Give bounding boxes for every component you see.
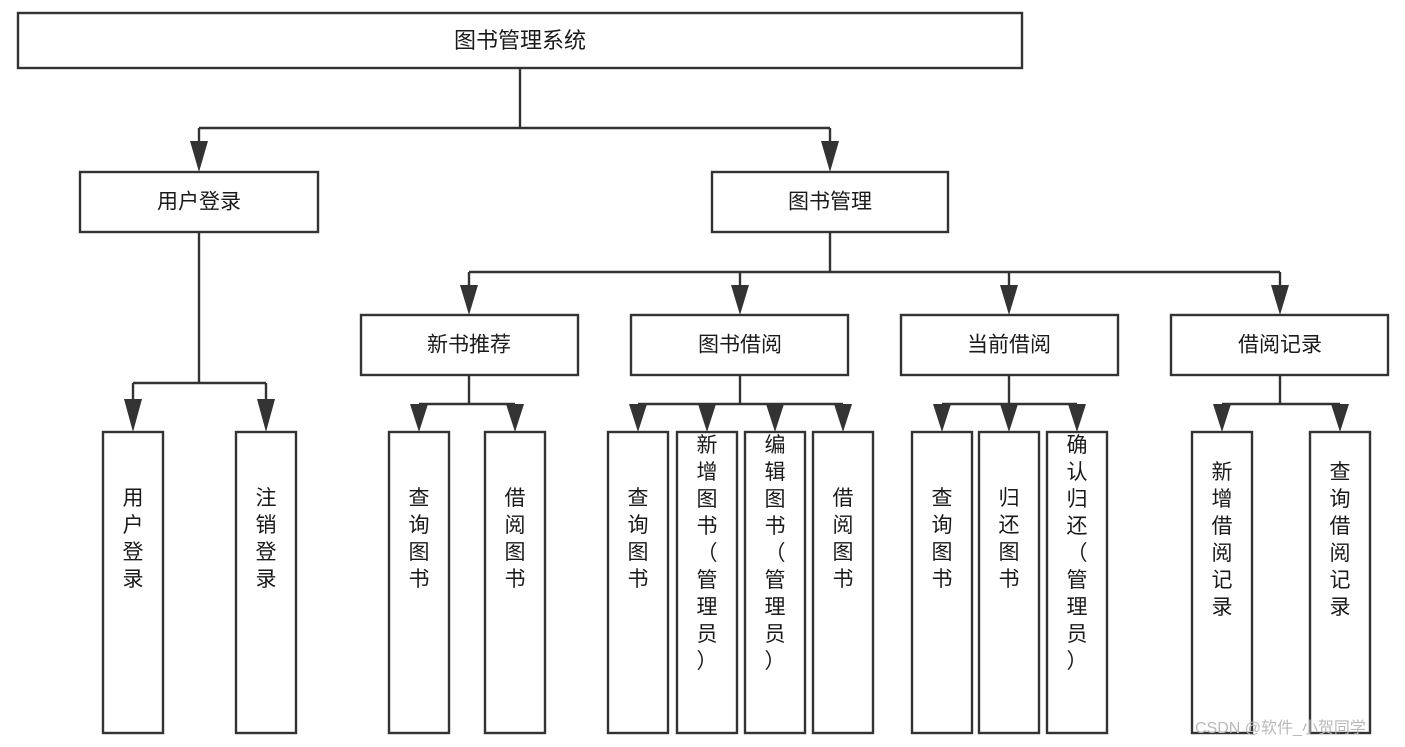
leaf-logout-login[interactable]: 注销登录 <box>234 430 298 735</box>
node-book-management[interactable]: 图书管理 <box>710 170 950 234</box>
leaf-edit-book-box[interactable] <box>743 430 807 735</box>
arrow-head-leaf-query-book-3 <box>933 404 951 432</box>
node-book-borrow[interactable]: 图书借阅 <box>629 313 850 377</box>
leaf-return-book[interactable]: 归还图书 <box>977 430 1041 735</box>
arrow-head-leaf-query-book-1 <box>410 404 428 432</box>
leaf-query-book-1-label: 查询图书 <box>409 487 430 591</box>
leaf-borrow-book-1-box[interactable] <box>483 430 547 735</box>
arrow-head-user-login <box>190 141 208 172</box>
node-user-login[interactable]: 用户登录 <box>78 170 320 234</box>
arrow-head-leaf-user-login <box>124 399 142 432</box>
arrow-head-leaf-edit-book <box>766 404 784 432</box>
leaf-add-record-box[interactable] <box>1190 430 1254 735</box>
arrow-head-leaf-confirm-return <box>1068 404 1086 432</box>
leaf-return-book-label: 归还图书 <box>999 487 1020 591</box>
leaf-query-book-2-label: 查询图书 <box>628 487 649 591</box>
leaf-borrow-book-1-label: 借阅图书 <box>505 487 526 591</box>
node-borrow-record[interactable]: 借阅记录 <box>1169 313 1390 377</box>
node-current-borrow[interactable]: 当前借阅 <box>899 313 1120 377</box>
leaf-query-book-1-box[interactable] <box>387 430 451 735</box>
node-new-book-recommend[interactable]: 新书推荐 <box>359 313 580 377</box>
csdn-watermark: CSDN @软件_小贺同学 <box>1195 719 1366 737</box>
connector-group-user-login <box>124 232 275 432</box>
node-new-book-recommend-label: 新书推荐 <box>427 334 511 357</box>
leaf-add-record-label: 新增借阅记录 <box>1212 461 1233 619</box>
connector-group-root <box>190 69 839 172</box>
node-borrow-record-label: 借阅记录 <box>1238 334 1322 357</box>
arrow-head-leaf-borrow-book-1 <box>506 404 524 432</box>
leaf-borrow-book-2[interactable]: 借阅图书 <box>811 430 875 735</box>
leaf-user-login-box[interactable] <box>101 430 165 735</box>
leaf-add-book-box[interactable] <box>675 430 739 735</box>
node-user-login-label: 用户登录 <box>157 191 241 214</box>
node-book-borrow-box[interactable] <box>629 313 850 377</box>
leaf-borrow-book-2-label: 借阅图书 <box>833 487 854 591</box>
leaf-logout-login-box[interactable] <box>234 430 298 735</box>
arrow-head-leaf-return-book <box>1000 404 1018 432</box>
leaf-query-record-label: 查询借阅记录 <box>1330 461 1351 619</box>
arrow-head-current-borrow <box>1000 285 1018 315</box>
arrow-head-borrow-record <box>1271 285 1289 315</box>
arrow-head-new-book-recommend <box>460 285 478 315</box>
leaf-query-book-3-label: 查询图书 <box>932 487 953 591</box>
arrow-head-leaf-query-record <box>1331 404 1349 432</box>
connector-group-current-borrow <box>933 375 1086 432</box>
leaf-query-record-box[interactable] <box>1308 430 1372 735</box>
leaf-borrow-book-2-box[interactable] <box>811 430 875 735</box>
arrow-head-leaf-logout-login <box>257 399 275 432</box>
leaf-query-record[interactable]: 查询借阅记录 <box>1308 430 1372 735</box>
node-book-management-label: 图书管理 <box>788 191 872 214</box>
connector-group-book-borrow <box>629 375 852 432</box>
arrow-head-leaf-query-book-2 <box>629 404 647 432</box>
leaf-borrow-book-1[interactable]: 借阅图书 <box>483 430 547 735</box>
node-book-management-box[interactable] <box>710 170 950 234</box>
leaf-add-record[interactable]: 新增借阅记录 <box>1190 430 1254 735</box>
arrow-head-book-borrow <box>731 285 749 315</box>
node-current-borrow-box[interactable] <box>899 313 1120 377</box>
leaf-query-book-2[interactable]: 查询图书 <box>606 430 670 735</box>
leaf-confirm-return-label: 确认归还（管理员） <box>1067 434 1088 673</box>
leaf-query-book-3-box[interactable] <box>910 430 974 735</box>
connector-group-new-book-recommend <box>410 375 524 432</box>
connector-group-borrow-record <box>1213 375 1349 432</box>
node-book-borrow-label: 图书借阅 <box>698 334 782 357</box>
leaf-user-login[interactable]: 用户登录 <box>101 430 165 735</box>
leaf-add-book[interactable]: 新增图书（管理员） <box>675 430 739 735</box>
node-current-borrow-label: 当前借阅 <box>967 334 1051 357</box>
leaf-user-login-label: 用户登录 <box>123 487 144 591</box>
leaf-query-book-3[interactable]: 查询图书 <box>910 430 974 735</box>
connector-group-book-management <box>460 232 1289 315</box>
arrow-head-leaf-borrow-book-2 <box>834 404 852 432</box>
leaf-edit-book[interactable]: 编辑图书（管理员） <box>743 430 807 735</box>
leaf-return-book-box[interactable] <box>977 430 1041 735</box>
leaf-confirm-return-box[interactable] <box>1045 430 1109 735</box>
arrow-head-leaf-add-record <box>1213 404 1231 432</box>
arrow-head-leaf-add-book <box>698 404 716 432</box>
node-new-book-recommend-box[interactable] <box>359 313 580 377</box>
leaf-query-book-1[interactable]: 查询图书 <box>387 430 451 735</box>
node-user-login-box[interactable] <box>78 170 320 234</box>
node-root-label: 图书管理系统 <box>454 28 586 53</box>
node-root[interactable]: 图书管理系统 <box>16 11 1024 70</box>
leaf-confirm-return[interactable]: 确认归还（管理员） <box>1045 430 1109 735</box>
leaf-add-book-label: 新增图书（管理员） <box>697 434 718 673</box>
arrow-head-book-management <box>821 141 839 172</box>
node-root-box[interactable] <box>16 11 1024 70</box>
leaf-logout-login-label: 注销登录 <box>256 487 277 591</box>
node-borrow-record-box[interactable] <box>1169 313 1390 377</box>
leaf-query-book-2-box[interactable] <box>606 430 670 735</box>
leaf-edit-book-label: 编辑图书（管理员） <box>765 434 786 673</box>
